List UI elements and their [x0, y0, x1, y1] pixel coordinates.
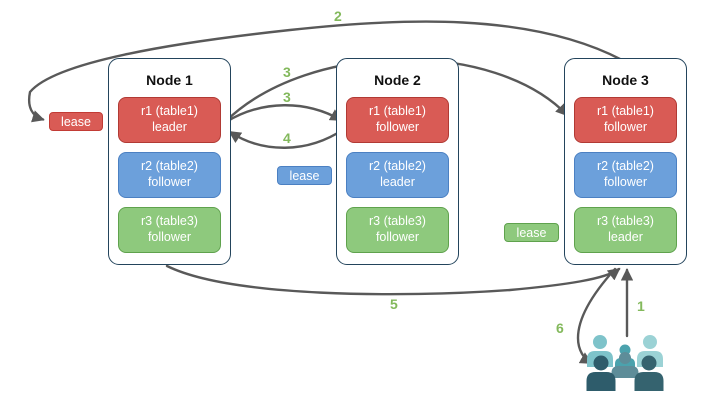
step-label-3a: 3	[283, 64, 291, 80]
node-1-replica-r3: r3 (table3) follower	[118, 207, 221, 253]
node-3-replica-r2: r2 (table2) follower	[574, 152, 677, 198]
replica-range: r2 (table2)	[369, 159, 426, 174]
node-2-title: Node 2	[374, 72, 421, 88]
replica-range: r3 (table3)	[597, 214, 654, 229]
node-1-box: Node 1 r1 (table1) leader r2 (table2) fo…	[108, 58, 231, 265]
node-3-replica-r1: r1 (table1) follower	[574, 97, 677, 143]
lease-badge-green: lease	[504, 223, 559, 242]
node-2-replica-r3: r3 (table3) follower	[346, 207, 449, 253]
step-label-4: 4	[283, 130, 291, 146]
replica-role: follower	[375, 120, 420, 134]
node-2-replica-r2: r2 (table2) leader	[346, 152, 449, 198]
replica-range: r2 (table2)	[597, 159, 654, 174]
arrow-step-2	[28, 20, 624, 123]
replica-range: r1 (table1)	[141, 104, 198, 119]
replica-range: r1 (table1)	[597, 104, 654, 119]
replica-role: leader	[152, 120, 187, 134]
person-front-right	[634, 355, 664, 391]
replica-range: r1 (table1)	[369, 104, 426, 119]
lease-badge-red: lease	[49, 112, 103, 131]
person-front-left	[586, 355, 616, 391]
replica-range: r3 (table3)	[369, 214, 426, 229]
node-3-replica-r3: r3 (table3) leader	[574, 207, 677, 253]
node-1-replica-r2: r2 (table2) follower	[118, 152, 221, 198]
node-3-title: Node 3	[602, 72, 649, 88]
lease-badge-blue: lease	[277, 166, 332, 185]
node-1-title: Node 1	[146, 72, 193, 88]
arrow-step-6	[576, 267, 617, 365]
users-icon	[586, 335, 664, 391]
step-label-2: 2	[334, 8, 342, 24]
step-label-5: 5	[390, 296, 398, 312]
arrow-step-3-to-node2	[224, 104, 343, 124]
replica-role: follower	[147, 175, 192, 189]
arrow-step-5	[165, 264, 621, 296]
step-label-6: 6	[556, 320, 564, 336]
step-label-3b: 3	[283, 89, 291, 105]
node-2-box: Node 2 r1 (table1) follower r2 (table2) …	[336, 58, 459, 265]
node-1-replica-r1: r1 (table1) leader	[118, 97, 221, 143]
replica-role: leader	[380, 175, 415, 189]
replica-role: follower	[147, 230, 192, 244]
replica-role: follower	[603, 175, 648, 189]
step-label-1: 1	[637, 298, 645, 314]
arrow-step-4	[228, 127, 346, 149]
replica-range: r3 (table3)	[141, 214, 198, 229]
replica-role: follower	[603, 120, 648, 134]
replica-role: follower	[375, 230, 420, 244]
arrow-group	[28, 20, 634, 365]
node-2-replica-r1: r1 (table1) follower	[346, 97, 449, 143]
node-3-box: Node 3 r1 (table1) follower r2 (table2) …	[564, 58, 687, 265]
person-front-middle	[611, 352, 639, 378]
replica-range: r2 (table2)	[141, 159, 198, 174]
replica-role: leader	[608, 230, 643, 244]
